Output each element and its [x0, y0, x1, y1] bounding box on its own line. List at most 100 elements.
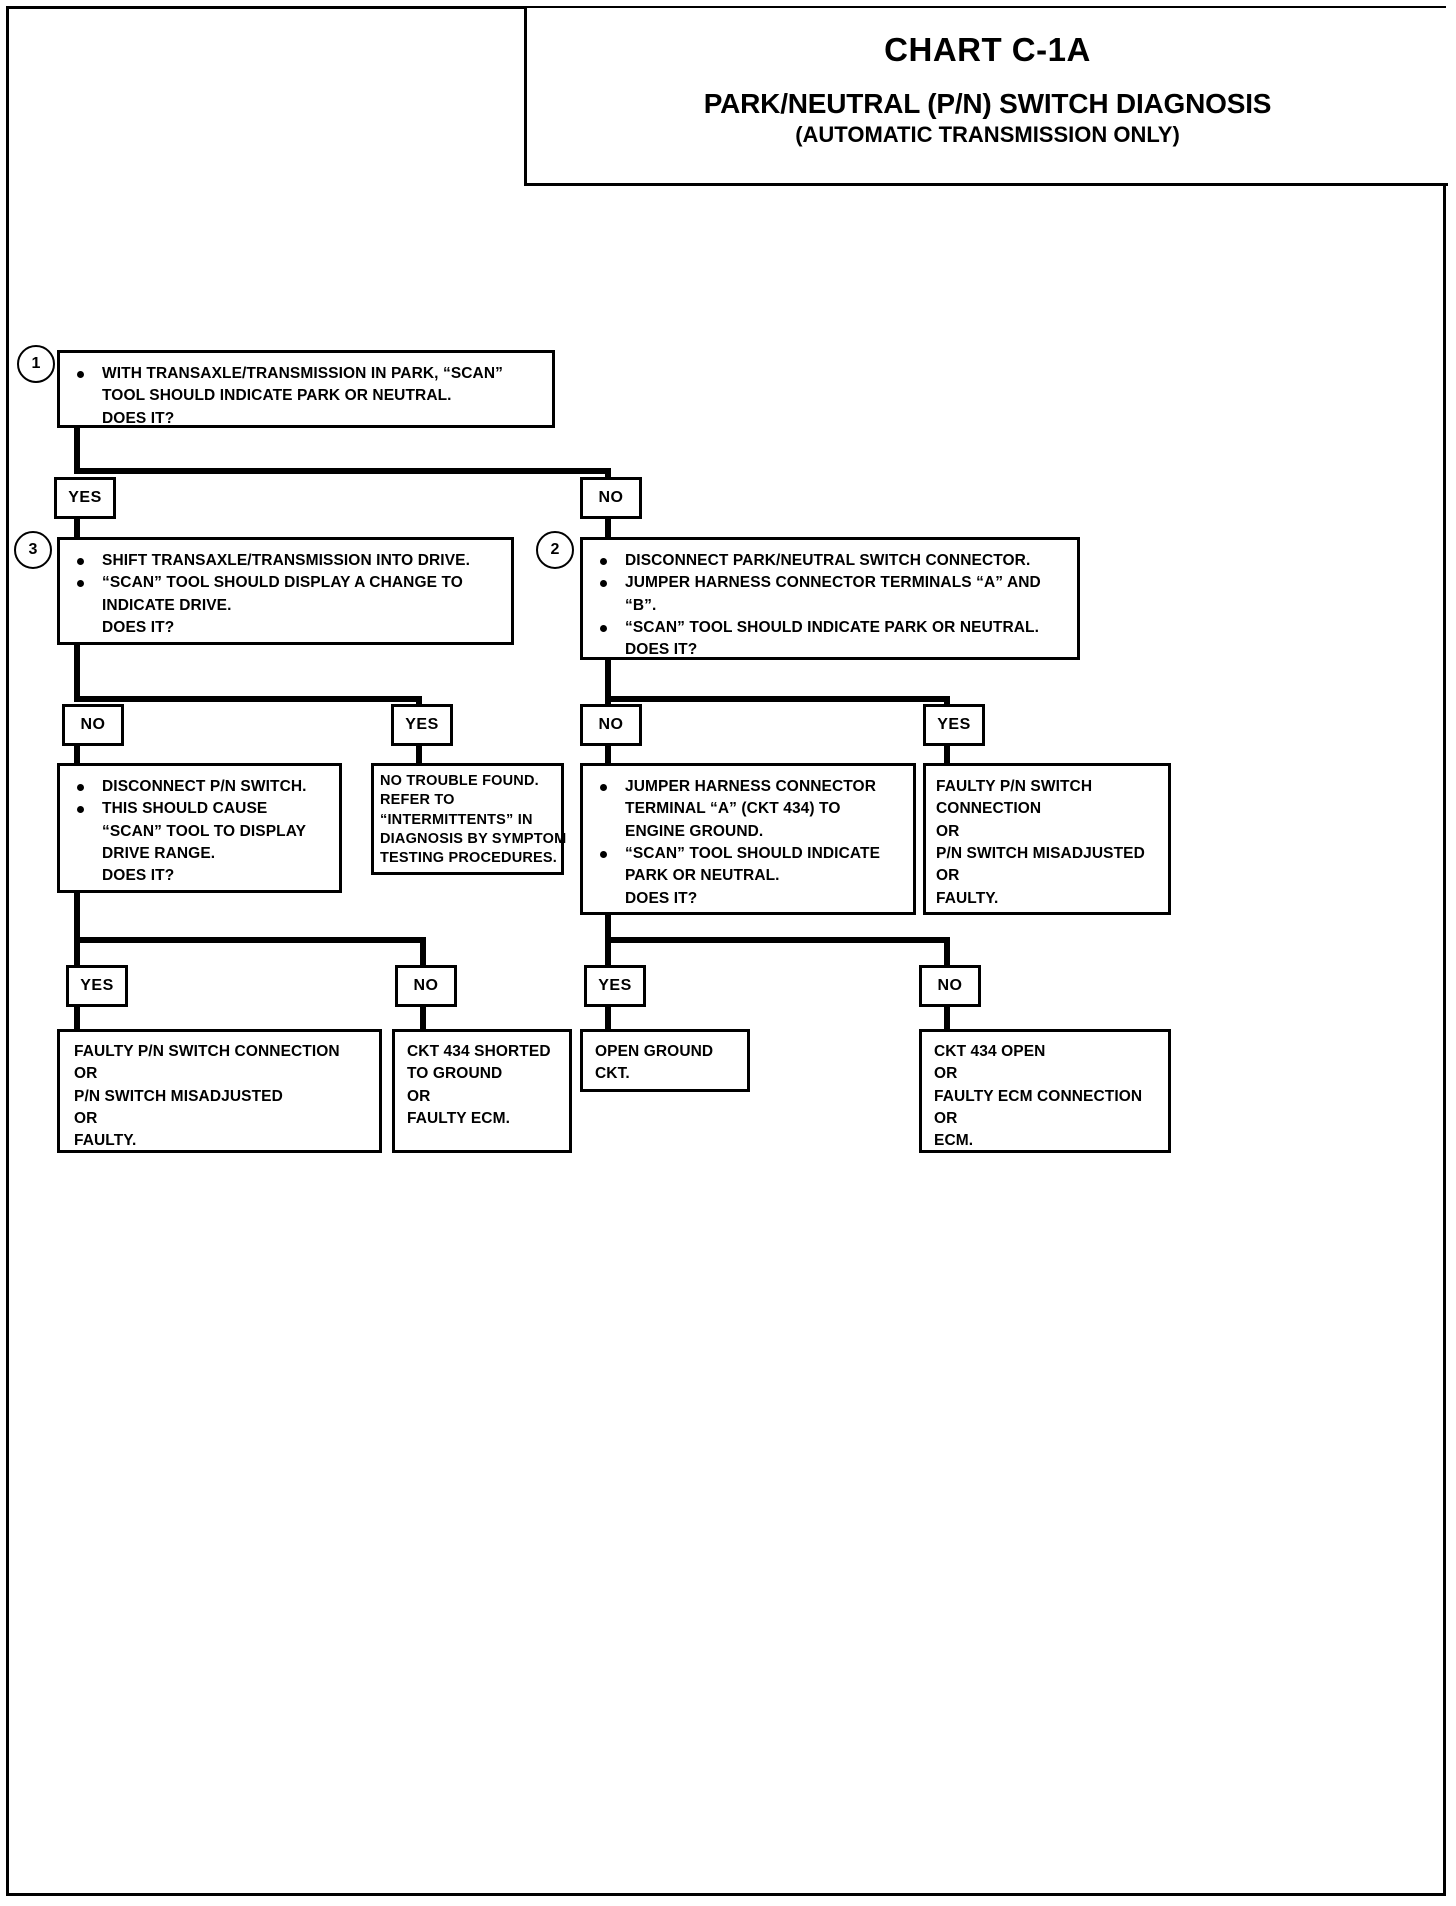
connector-no1-down: [605, 519, 611, 539]
text-line: FAULTY.: [936, 889, 999, 907]
text-line: ECM.: [934, 1132, 974, 1150]
list-item: DOES IT?: [102, 867, 175, 885]
text-line: TESTING PROCEDURES.: [380, 850, 558, 867]
list-item: DOES IT?: [625, 889, 698, 907]
text-line: FAULTY ECM.: [407, 1109, 511, 1127]
box-step-1: WITH TRANSAXLE/TRANSMISSION IN PARK, “SC…: [57, 350, 555, 428]
tag-no-disconnect: NO: [395, 965, 457, 1007]
tag-yes-step2: YES: [923, 704, 985, 746]
list-item: JUMPER HARNESS CONNECTOR TERMINALS “A” A…: [593, 572, 1069, 594]
list-item: SHIFT TRANSAXLE/TRANSMISSION INTO DRIVE.: [70, 550, 503, 572]
list-item: DOES IT?: [102, 409, 175, 427]
connector-yes1-down: [74, 519, 80, 539]
list-item: “SCAN” TOOL SHOULD DISPLAY A CHANGE TO: [70, 572, 503, 594]
box-jumper-ground-list: JUMPER HARNESS CONNECTOR TERMINAL “A” (C…: [593, 776, 905, 910]
connector-disconnect-down: [74, 893, 80, 965]
tag-no-jumper: NO: [919, 965, 981, 1007]
connector-jumper-to-no: [944, 937, 950, 970]
connector-yes-disconnect-down: [74, 1007, 80, 1032]
connector-jumper-split: [605, 937, 950, 943]
connector-no-jumper-down: [944, 1007, 950, 1032]
connector-disconnect-to-no: [420, 937, 426, 970]
text-line: CKT 434 OPEN: [934, 1043, 1046, 1060]
list-item: THIS SHOULD CAUSE: [70, 798, 331, 820]
box-step-2: DISCONNECT PARK/NEUTRAL SWITCH CONNECTOR…: [580, 537, 1080, 660]
connector-step3-down: [74, 645, 80, 702]
connector-step3-split: [74, 696, 422, 702]
tag-yes-disconnect: YES: [66, 965, 128, 1007]
list-item: DOES IT?: [625, 641, 698, 659]
list-item: “SCAN” TOOL SHOULD INDICATE: [593, 843, 905, 865]
tag-no-step3: NO: [62, 704, 124, 746]
step-circle-1: 1: [17, 345, 55, 383]
connector-step2-split: [605, 696, 950, 702]
page-border: [6, 6, 1446, 1896]
box-ckt-434-shorted: CKT 434 SHORTED TO GROUND OR FAULTY ECM.: [392, 1029, 572, 1153]
chart-title: PARK/NEUTRAL (P/N) SWITCH DIAGNOSIS: [703, 88, 1272, 119]
box-step-2-list: DISCONNECT PARK/NEUTRAL SWITCH CONNECTOR…: [593, 550, 1069, 662]
tag-yes-step1: YES: [54, 477, 116, 519]
connector-yes3-down: [416, 746, 422, 766]
step-circle-3: 3: [14, 531, 52, 569]
text-line: P/N SWITCH MISADJUSTED: [74, 1087, 283, 1105]
list-item: DRIVE RANGE.: [102, 844, 216, 862]
box-step-3: SHIFT TRANSAXLE/TRANSMISSION INTO DRIVE.…: [57, 537, 514, 645]
connector-step2-down: [605, 660, 611, 717]
text-line: OR: [407, 1087, 431, 1105]
tag-yes-step3: YES: [391, 704, 453, 746]
connector-step3-to-yes: [416, 696, 422, 705]
box-no-trouble-found: NO TROUBLE FOUND. REFER TO “INTERMITTENT…: [371, 763, 567, 875]
text-line: REFER TO: [380, 792, 455, 809]
step-circle-2: 2: [536, 531, 574, 569]
text-line: P/N SWITCH MISADJUSTED: [936, 844, 1145, 862]
list-item: TOOL SHOULD INDICATE PARK OR NEUTRAL.: [102, 387, 452, 405]
text-line: CONNECTION: [936, 800, 1042, 818]
list-item: DISCONNECT PARK/NEUTRAL SWITCH CONNECTOR…: [593, 550, 1069, 572]
connector-step1-down: [74, 428, 80, 474]
connector-yes2-down: [944, 746, 950, 766]
text-line: OR: [74, 1109, 98, 1127]
list-item: DOES IT?: [102, 618, 175, 636]
connector-no-disconnect-down: [420, 1007, 426, 1032]
box-step-3-list: SHIFT TRANSAXLE/TRANSMISSION INTO DRIVE.…: [70, 550, 503, 639]
connector-step1-to-no: [605, 468, 611, 477]
text-line: OR: [936, 867, 960, 885]
connector-step2-to-yes: [944, 696, 950, 705]
text-line: CKT 434 SHORTED: [407, 1043, 551, 1060]
list-item: “SCAN” TOOL TO DISPLAY: [102, 822, 307, 840]
connector-yes-jumper-down: [605, 1007, 611, 1032]
box-open-ground-text: OPEN GROUND CKT.: [595, 1041, 739, 1086]
chart-id: CHART C-1A: [884, 31, 1091, 68]
text-line: DIAGNOSIS BY SYMPTOM: [380, 830, 567, 847]
list-item: DISCONNECT P/N SWITCH.: [70, 776, 331, 798]
box-ckt-shorted-text: CKT 434 SHORTED TO GROUND OR FAULTY ECM.: [407, 1041, 561, 1130]
box-disconnect-pn-switch: DISCONNECT P/N SWITCH. THIS SHOULD CAUSE…: [57, 763, 342, 893]
text-line: OR: [934, 1065, 958, 1083]
box-faulty-pn-switch-connection-bottom: FAULTY P/N SWITCH CONNECTION OR P/N SWIT…: [57, 1029, 382, 1153]
text-line: TO GROUND: [407, 1065, 503, 1083]
tag-yes-jumper: YES: [584, 965, 646, 1007]
tag-no-step1: NO: [580, 477, 642, 519]
list-item: ENGINE GROUND.: [625, 822, 764, 840]
box-jumper-to-engine-ground: JUMPER HARNESS CONNECTOR TERMINAL “A” (C…: [580, 763, 916, 915]
list-item: JUMPER HARNESS CONNECTOR: [593, 776, 905, 798]
box-ckt-open-text: CKT 434 OPEN OR FAULTY ECM CONNECTION OR…: [934, 1041, 1160, 1153]
title-block: CHART C-1A PARK/NEUTRAL (P/N) SWITCH DIA…: [524, 8, 1448, 186]
box-faulty-pn-bottom-text: FAULTY P/N SWITCH CONNECTION OR P/N SWIT…: [74, 1041, 371, 1153]
box-step-1-list: WITH TRANSAXLE/TRANSMISSION IN PARK, “SC…: [70, 363, 544, 430]
text-line: FAULTY.: [74, 1132, 137, 1150]
connector-step1-split: [74, 468, 611, 474]
list-item: WITH TRANSAXLE/TRANSMISSION IN PARK, “SC…: [70, 363, 544, 385]
list-item: INDICATE DRIVE.: [102, 596, 232, 614]
box-faulty-pn-right-text: FAULTY P/N SWITCH CONNECTION OR P/N SWIT…: [936, 776, 1160, 910]
box-faulty-pn-switch-connection-right: FAULTY P/N SWITCH CONNECTION OR P/N SWIT…: [923, 763, 1171, 915]
connector-no3-down: [74, 746, 80, 766]
text-line: CKT.: [595, 1065, 630, 1083]
box-disconnect-pn-list: DISCONNECT P/N SWITCH. THIS SHOULD CAUSE…: [70, 776, 331, 888]
text-line: OR: [74, 1065, 98, 1083]
text-line: OR: [934, 1109, 958, 1127]
text-line: NO TROUBLE FOUND.: [380, 773, 539, 789]
text-line: FAULTY ECM CONNECTION: [934, 1087, 1143, 1105]
tag-no-step2: NO: [580, 704, 642, 746]
box-no-trouble-found-text: NO TROUBLE FOUND. REFER TO “INTERMITTENT…: [380, 772, 567, 868]
